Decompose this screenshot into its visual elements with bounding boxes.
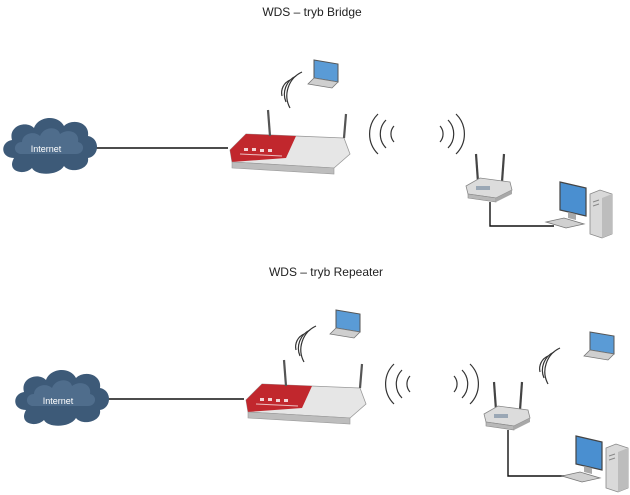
desktop-computer-icon	[561, 435, 629, 493]
cloud-icon: Internet	[15, 369, 109, 426]
router-icon	[228, 108, 352, 176]
ap-to-desktop-link	[507, 430, 570, 477]
scenario-title-repeater: WDS – tryb Repeater	[269, 265, 383, 279]
access-point-icon	[482, 380, 532, 432]
wifi-waves-icon	[539, 347, 561, 385]
cloud-label: Internet	[31, 144, 62, 154]
desktop-computer-icon	[545, 181, 613, 239]
laptop-icon	[329, 309, 361, 339]
cloud-icon: Internet	[3, 117, 97, 174]
wifi-waves-icon	[385, 363, 479, 405]
scenario-title-bridge: WDS – tryb Bridge	[262, 5, 362, 19]
laptop-icon	[307, 59, 339, 89]
router-icon	[244, 358, 368, 426]
cloud-label: Internet	[43, 396, 74, 406]
laptop-icon	[583, 331, 615, 361]
access-point-icon	[464, 152, 514, 204]
ap-to-desktop-link	[489, 202, 554, 227]
wifi-waves-icon	[369, 113, 465, 155]
wifi-waves-icon	[281, 71, 303, 109]
wifi-waves-icon	[295, 325, 317, 363]
